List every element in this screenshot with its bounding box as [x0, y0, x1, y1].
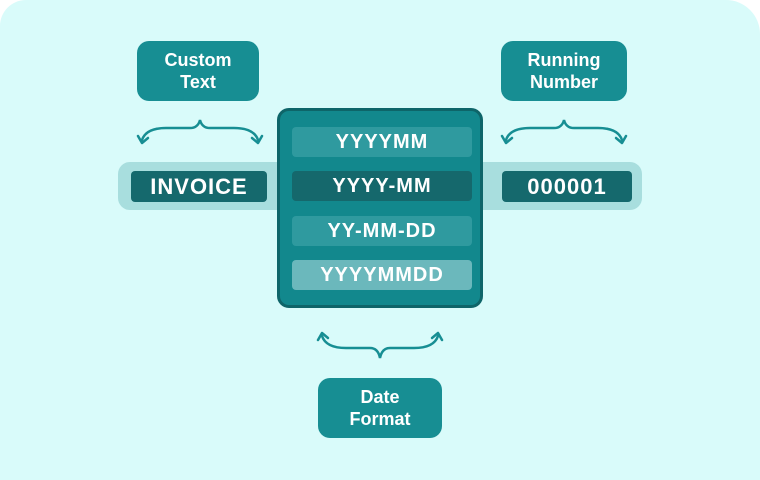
date-format-label: Date Format	[318, 378, 442, 438]
date-format-panel: YYYYMM YYYY-MM YY-MM-DD YYYYMMDD	[277, 108, 483, 308]
date-format-label-line-2: Format	[349, 409, 411, 429]
date-format-label-line-1: Date	[360, 387, 400, 407]
running-number-label: Running Number	[501, 41, 627, 101]
left-brace-arrows-icon	[136, 119, 264, 145]
right-brace-arrows-icon	[500, 119, 628, 145]
running-number-value: 000001	[502, 171, 632, 202]
custom-text-label-line-1: Custom	[164, 50, 232, 70]
date-format-option-selected: YYYY-MM	[292, 171, 472, 201]
custom-text-value: INVOICE	[131, 171, 267, 202]
date-format-option: YYYYMMDD	[292, 260, 472, 290]
date-format-option: YY-MM-DD	[292, 216, 472, 246]
custom-text-label-line-2: Text	[180, 72, 216, 92]
date-format-option: YYYYMM	[292, 127, 472, 157]
running-number-label-line-2: Number	[529, 72, 598, 92]
custom-text-label: Custom Text	[137, 41, 259, 101]
bottom-brace-arrows-icon	[316, 331, 444, 359]
running-number-label-line-1: Running	[527, 50, 601, 70]
